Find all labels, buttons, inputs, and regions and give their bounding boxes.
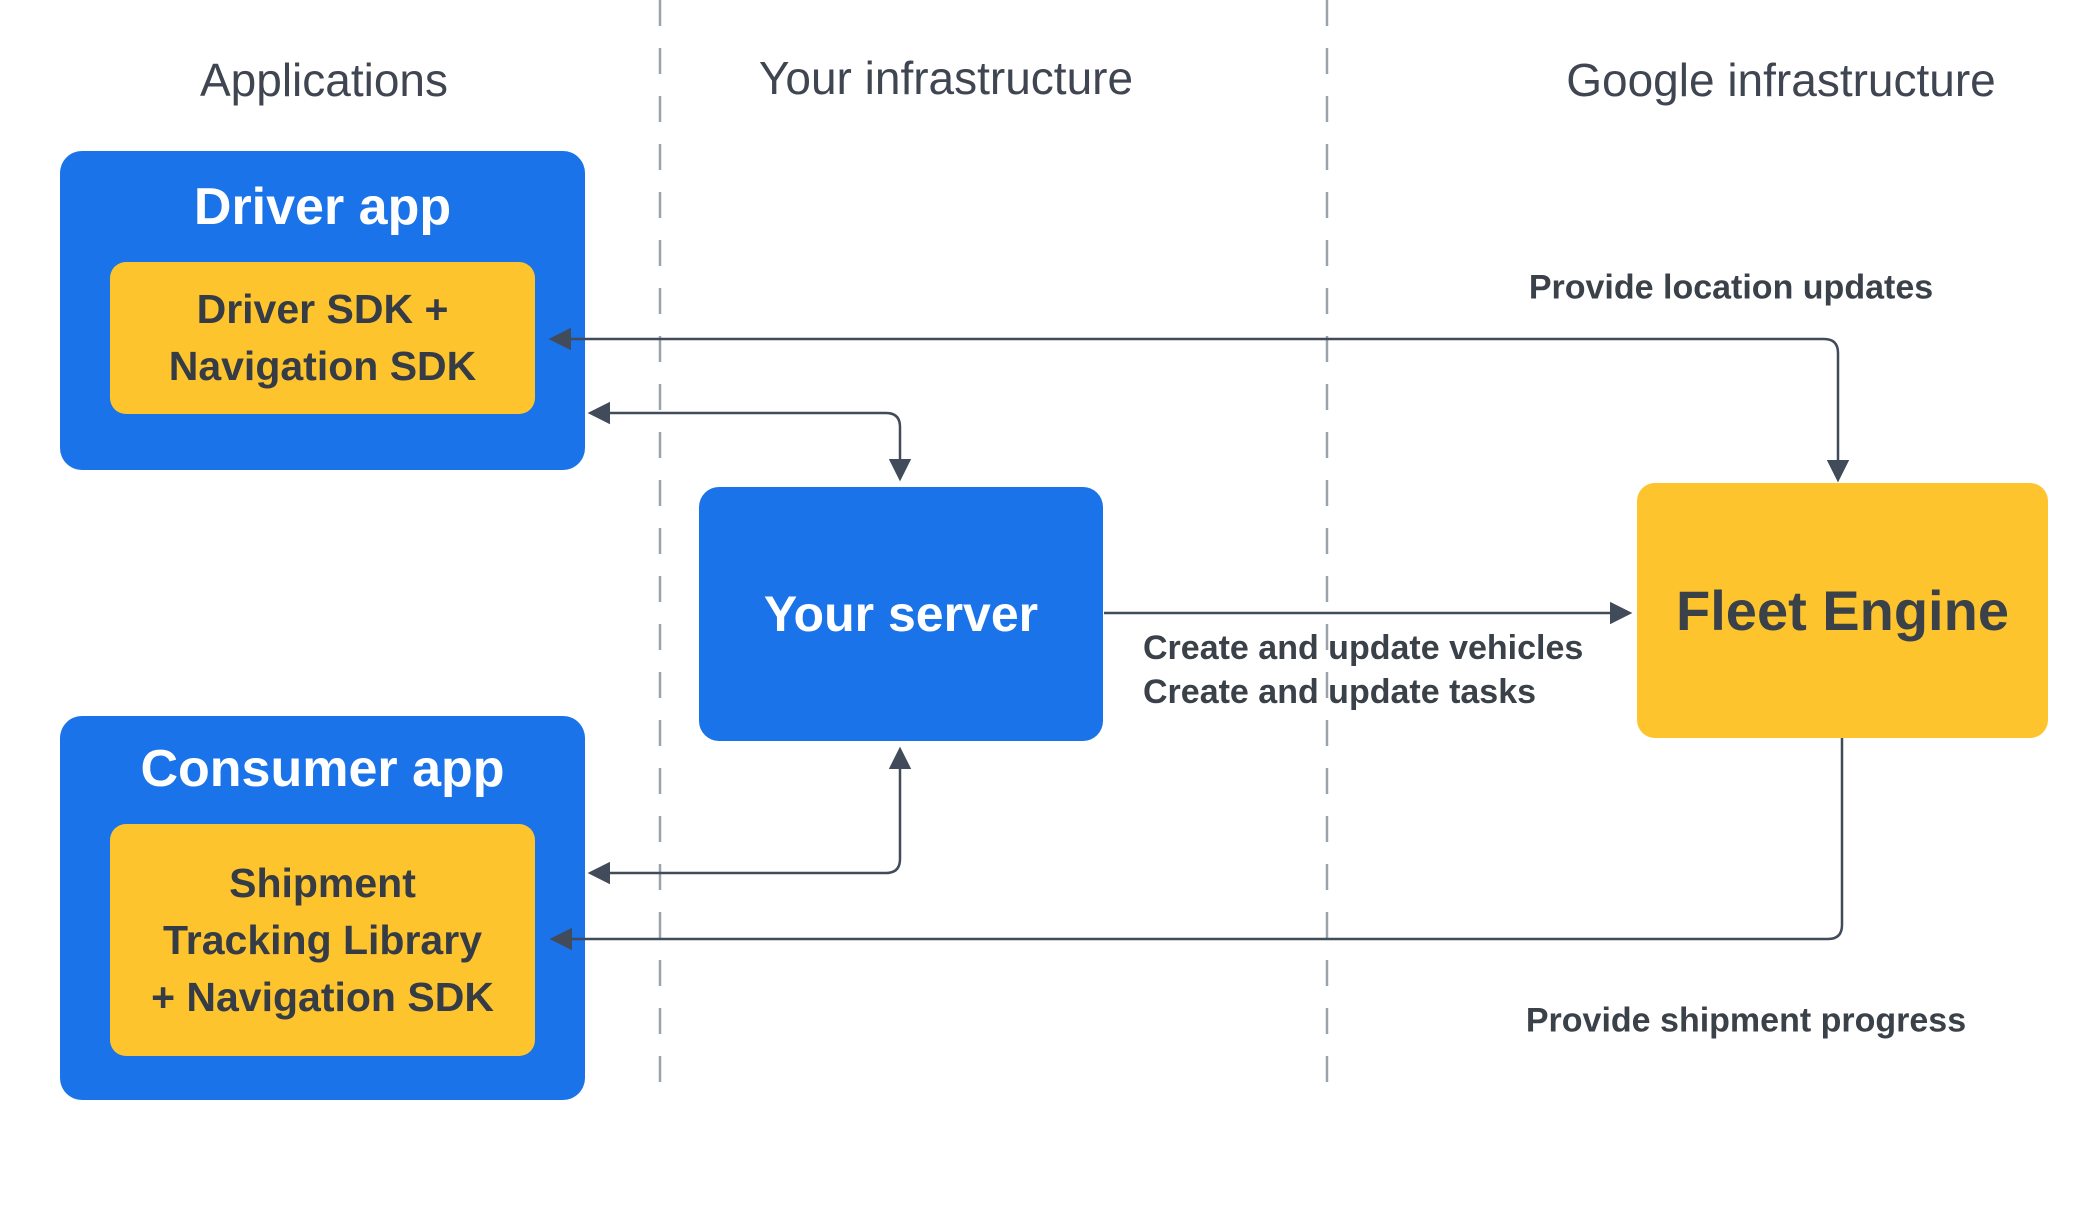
driver-sdk-label-line2: Navigation SDK	[168, 343, 477, 389]
label-create-update-tasks: Create and update tasks	[1143, 673, 1537, 711]
column-header-applications: Applications	[199, 54, 449, 106]
arrow-consumer-app-your-server	[587, 746, 912, 885]
shipment-library-label-line2: Tracking Library	[162, 916, 482, 963]
arrow-driver-sdk-fleet-engine	[548, 327, 1850, 483]
driver-sdk-label-line1: Driver SDK +	[196, 286, 449, 332]
consumer-app-title: Consumer app	[140, 740, 505, 798]
fleet-engine-title: Fleet Engine	[1676, 579, 2009, 642]
label-create-update-vehicles: Create and update vehicles	[1143, 629, 1584, 667]
shipment-tracking-library-box: Shipment Tracking Library + Navigation S…	[110, 824, 535, 1056]
your-server-title: Your server	[763, 586, 1039, 642]
driver-sdk-box: Driver SDK + Navigation SDK	[110, 262, 535, 414]
your-server-box: Your server	[699, 487, 1103, 741]
column-header-your-infrastructure: Your infrastructure	[758, 52, 1134, 104]
arrow-fleet-engine-shipment-library	[549, 738, 1844, 951]
fleet-engine-box: Fleet Engine	[1637, 483, 2048, 738]
label-create-and-update: Create and update vehicles Create and up…	[1143, 626, 1583, 714]
column-header-google-infrastructure: Google infrastructure	[1566, 54, 1996, 106]
driver-app-title: Driver app	[193, 178, 452, 236]
arrow-driver-app-your-server	[587, 401, 912, 482]
shipment-library-label-line3: + Navigation SDK	[151, 973, 494, 1020]
label-provide-location-updates: Provide location updates	[1528, 268, 1934, 307]
shipment-library-label-line1: Shipment	[229, 859, 416, 906]
label-provide-shipment-progress: Provide shipment progress	[1525, 1001, 1967, 1040]
